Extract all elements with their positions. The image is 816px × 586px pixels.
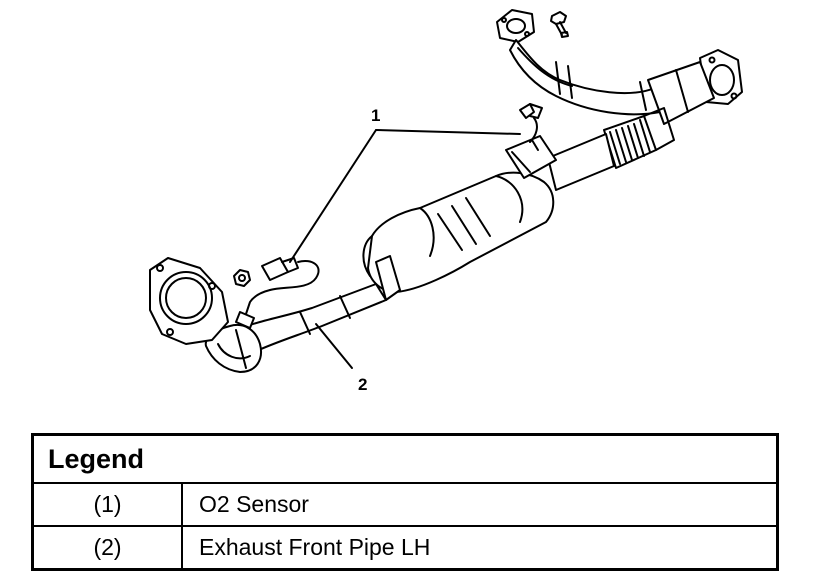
legend-row: (1) O2 Sensor <box>31 482 779 527</box>
legend-title: Legend <box>31 433 779 484</box>
front-pipe-lh <box>204 255 401 373</box>
upper-flange <box>496 9 535 43</box>
exhaust-system-diagram: 1 2 <box>149 9 743 394</box>
legend-header-row: Legend <box>31 433 779 484</box>
legend-item-number: (2) <box>31 525 183 571</box>
callout-label-1: 1 <box>371 106 380 125</box>
upper-joint <box>647 61 715 125</box>
nut <box>233 269 251 287</box>
upper-o2-sensor <box>505 103 557 179</box>
lower-o2-sensor <box>235 257 320 329</box>
legend-row: (2) Exhaust Front Pipe LH <box>31 525 779 571</box>
mid-pipe <box>547 133 615 191</box>
legend-item-description: Exhaust Front Pipe LH <box>181 525 779 571</box>
bolt <box>550 11 569 38</box>
flex-joint <box>603 107 675 169</box>
legend-item-description: O2 Sensor <box>181 482 779 527</box>
lower-left-flange <box>149 257 229 345</box>
legend-item-number: (1) <box>31 482 183 527</box>
callout-label-2: 2 <box>358 375 367 394</box>
callout-leaders <box>289 129 521 369</box>
legend-table: Legend (1) O2 Sensor (2) Exhaust Front P… <box>31 433 779 571</box>
